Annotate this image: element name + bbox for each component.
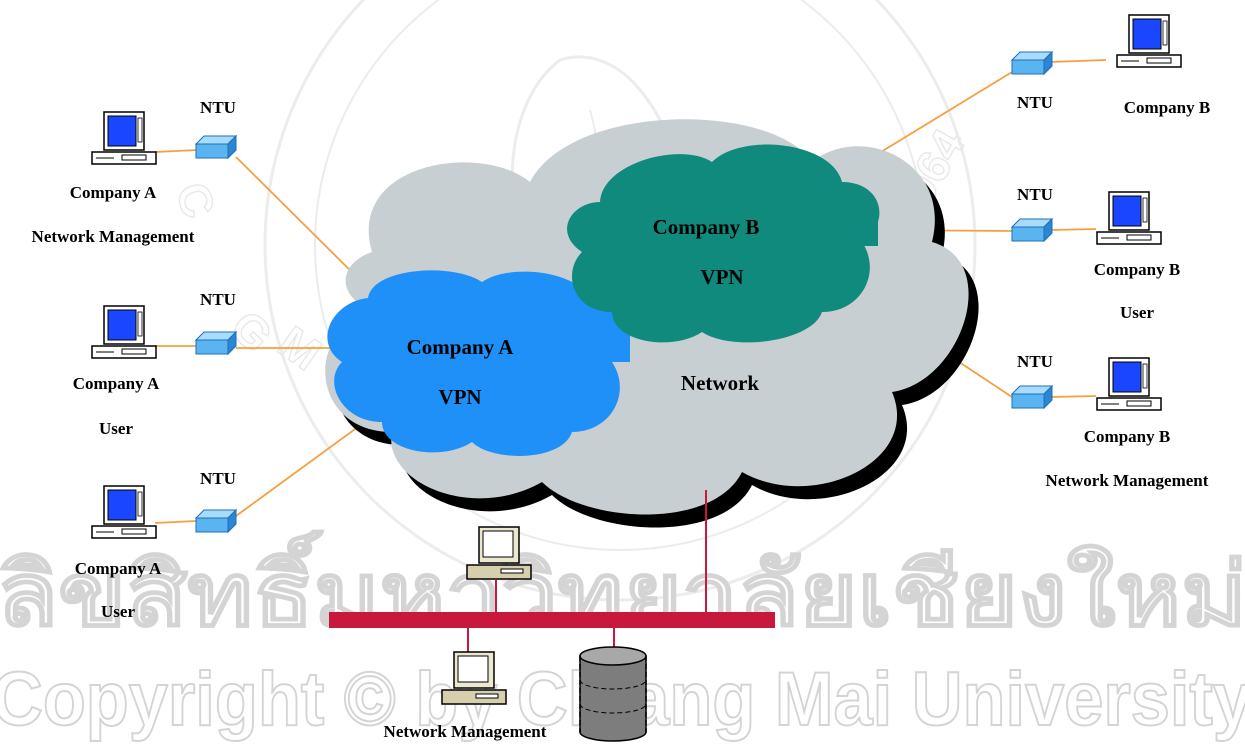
computer-icon [1096,191,1162,245]
site-label-role: User [1120,303,1154,322]
ntu-label: NTU [1017,93,1053,112]
site-label-company: Company B [1124,98,1210,117]
site-label-role: User [101,602,135,621]
ntu-label: NTU [1017,352,1053,371]
site-label-company: Company A [73,374,160,393]
company-a-vpn-label: Company A [407,335,515,359]
computer-icon [1096,357,1162,411]
site-label-company: Company B [1094,260,1180,279]
ntu-device-icon [1011,218,1053,242]
ntu-label: NTU [200,290,236,309]
computer-icon [1116,14,1182,68]
site-label-company: Company A [70,183,157,202]
site-label-role: Network Management [32,227,195,246]
ntu-label: NTU [200,98,236,117]
company-a-vpn-cloud [327,270,630,456]
bottom-network-management-label: Network Management [384,722,547,741]
computer-icon [91,305,157,359]
company-b-vpn-cloud [567,144,880,343]
ntu-label: NTU [1017,185,1053,204]
site-label-company: Company A [75,559,162,578]
computer-icon [91,111,157,165]
ntu-device-icon [195,135,237,159]
ntu-label: NTU [200,469,236,488]
site-label-role: Network Management [1046,471,1209,490]
site-label-company: Company B [1084,427,1170,446]
ntu-device-icon [1011,51,1053,75]
network-cloud-label: Network [681,371,759,395]
company-b-vpn-label-vpn: VPN [700,265,743,289]
lan-bus [329,612,775,628]
svg-text:C: C [166,176,226,225]
ntu-device-icon [195,331,237,355]
ntu-device-icon [1011,385,1053,409]
company-a-vpn-label-vpn: VPN [438,385,481,409]
ntu-device-icon [195,509,237,533]
site-label-role: User [99,419,133,438]
database-icon [579,646,647,742]
company-b-vpn-label: Company B [653,215,760,239]
computer-icon [91,485,157,539]
